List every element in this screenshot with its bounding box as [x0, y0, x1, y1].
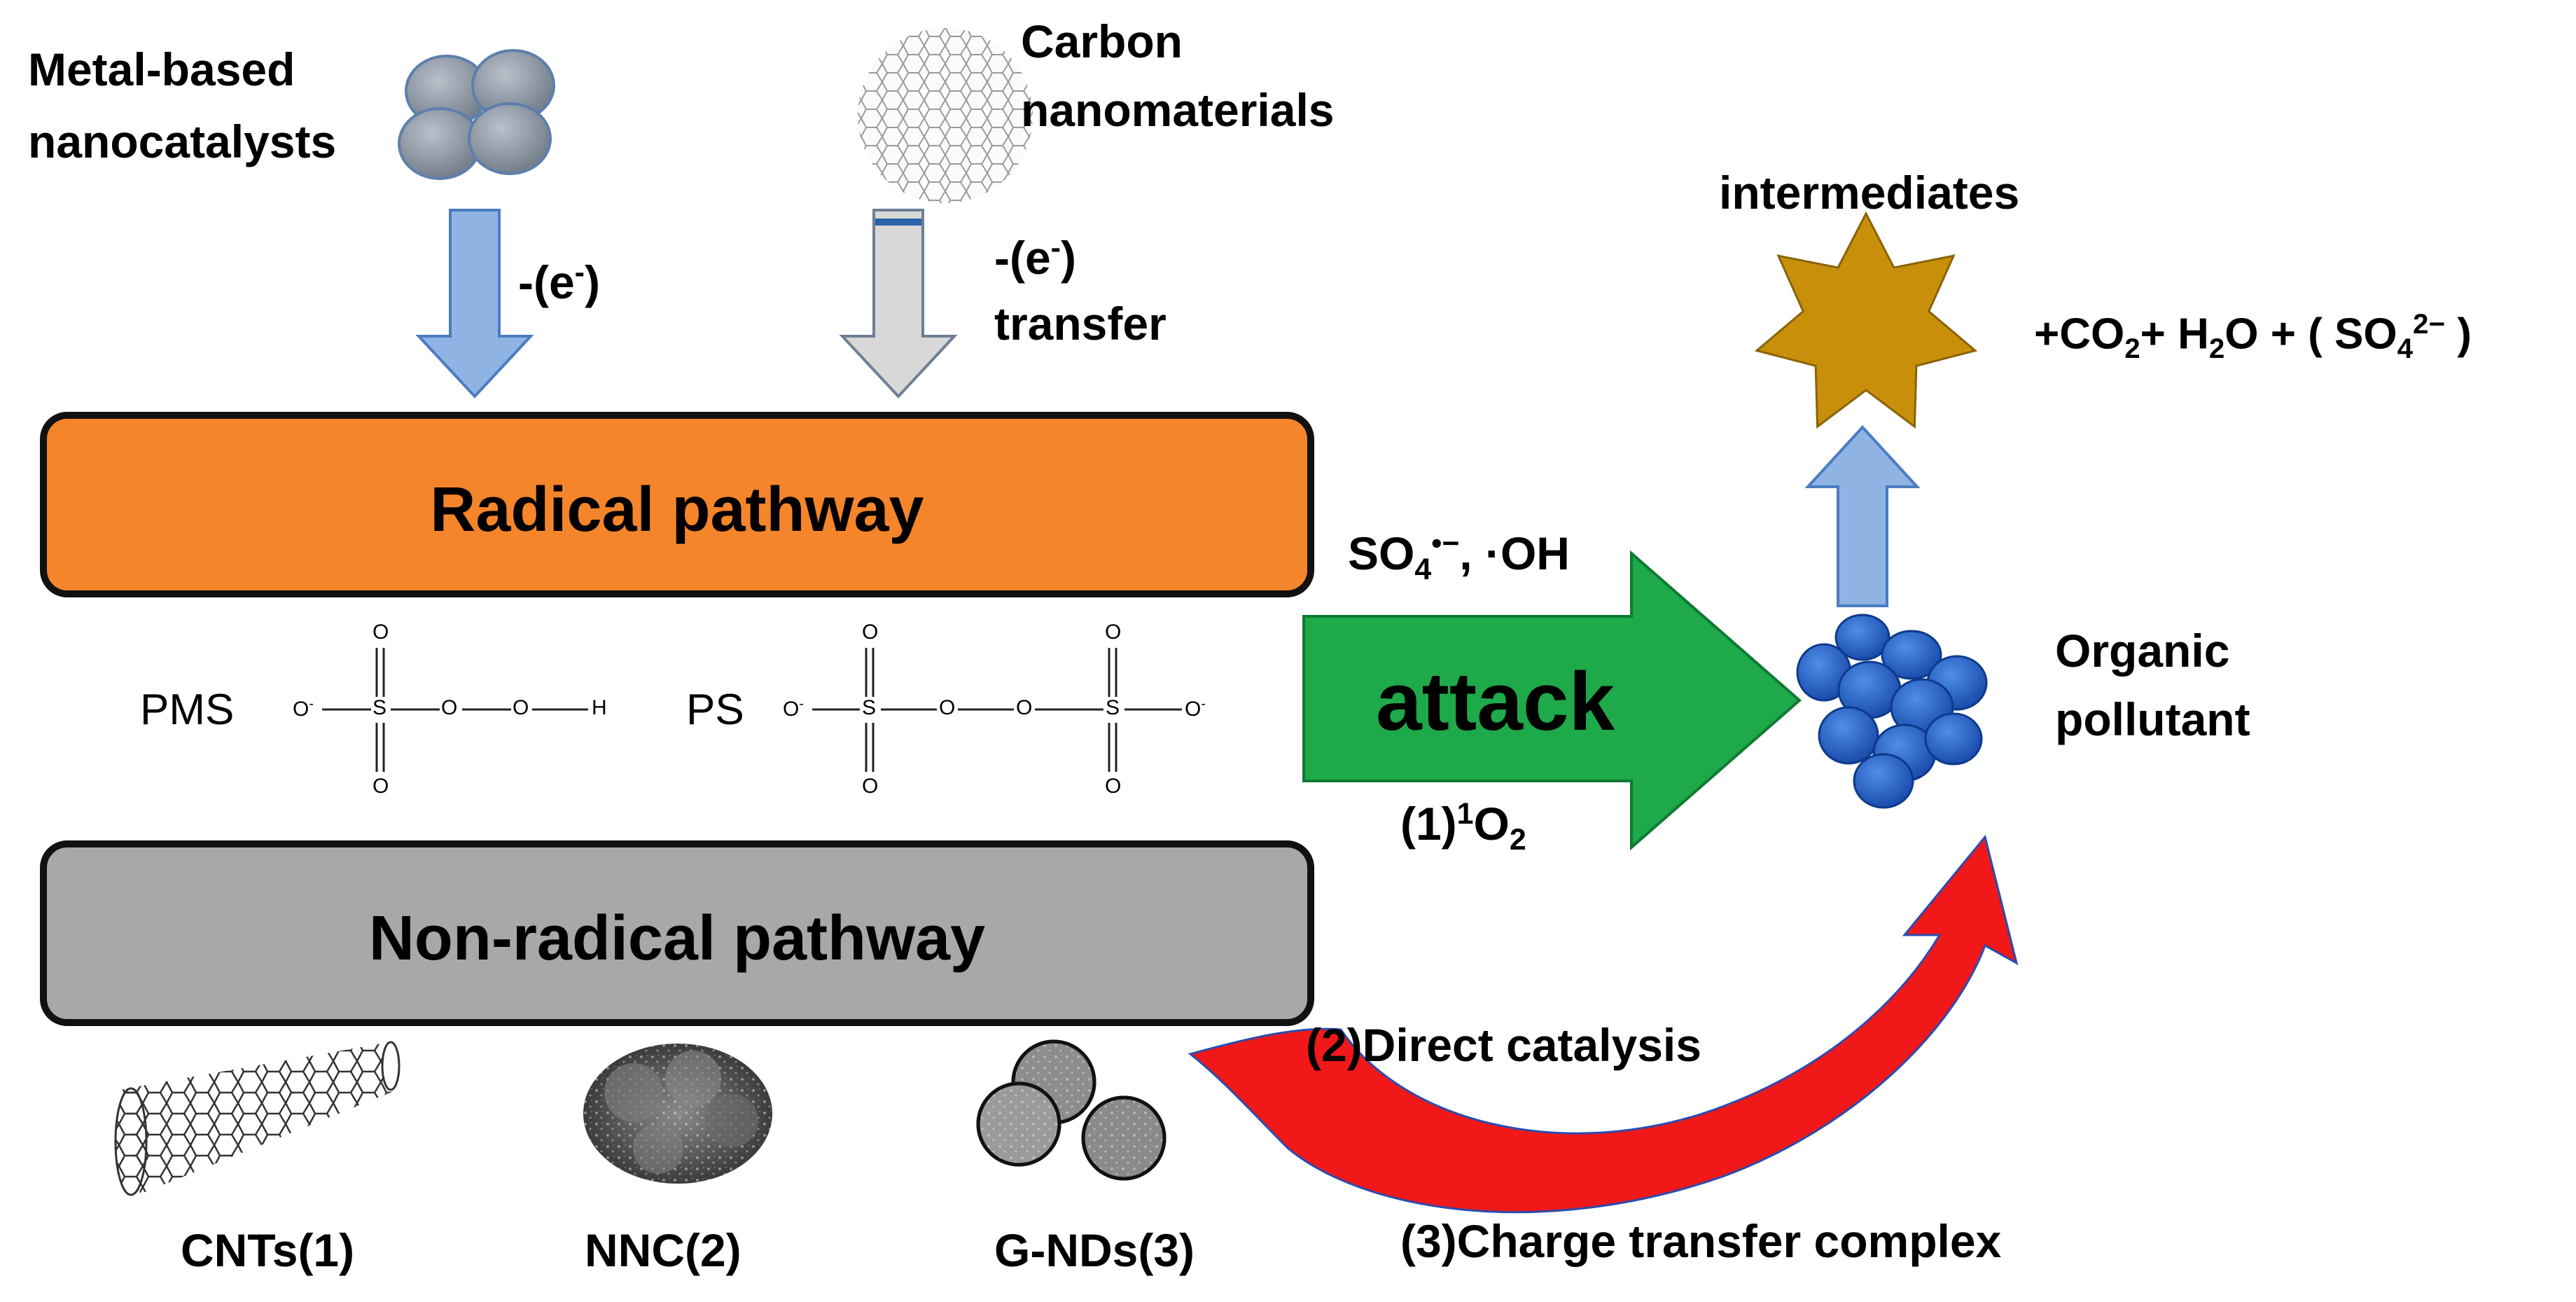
charge-transfer-label: (3)Charge transfer complex — [1400, 1215, 2002, 1267]
degradation-arrow — [1804, 425, 1921, 607]
cnt-label: CNTs(1) — [181, 1224, 355, 1276]
transfer-label: transfer — [994, 298, 1167, 349]
carbon-label-line2: nanomaterials — [1021, 84, 1335, 136]
singlet-oxygen-label: (1)1O2 — [1400, 797, 1526, 857]
ps-atom-o-bottom2: O — [1105, 775, 1122, 798]
nnc-sem-icon — [583, 1044, 772, 1184]
pms-atom-o-minus: O- — [293, 696, 314, 721]
pms-atom-s: S — [373, 696, 387, 719]
products-equation: +CO2+ H2O + ( SO42− ) — [2034, 308, 2472, 365]
ps-atom-o1: O — [939, 696, 956, 719]
direct-catalysis-label: (2)Direct catalysis — [1306, 1019, 1701, 1071]
ps-label: PS — [686, 686, 744, 734]
gnd-label: G-NDs(3) — [994, 1224, 1195, 1276]
ps-atom-o-minus-right: O- — [1185, 696, 1206, 721]
attack-arrow — [1302, 550, 1802, 851]
pms-atom-o-top: O — [373, 621, 389, 644]
carbon-label-line1: Carbon — [1021, 15, 1183, 67]
intermediates-label: intermediates — [1719, 167, 2020, 219]
pms-label: PMS — [140, 686, 235, 734]
pollutant-label-line1: Organic — [2055, 625, 2230, 677]
ps-atom-o-top1: O — [862, 621, 879, 644]
gnd-spheres-icon — [976, 1039, 1167, 1181]
radical-pathway-box — [40, 412, 1314, 597]
pollutant-label-line2: pollutant — [2055, 693, 2250, 745]
cnt-tube-icon — [114, 1041, 401, 1196]
ps-atom-o-bottom1: O — [862, 775, 879, 798]
ps-atom-o-minus-left: O- — [783, 696, 804, 721]
ps-atom-s2: S — [1106, 696, 1120, 719]
pms-atom-o1: O — [441, 696, 458, 719]
nonradical-pathway-label: Non-radical pathway — [368, 903, 986, 974]
radical-pathway-label: Radical pathway — [430, 475, 924, 545]
ps-atom-o-top2: O — [1105, 621, 1122, 644]
electron-transfer-arrow-right — [839, 209, 958, 399]
nonradical-pathway-box — [40, 840, 1314, 1026]
metal-nanocatalyst-icon — [398, 49, 555, 180]
ps-atom-o2: O — [1016, 696, 1033, 719]
electron-label-left: -(e-) — [518, 256, 600, 308]
electron-label-right: -(e-) — [994, 231, 1076, 284]
ps-atom-s1: S — [862, 696, 877, 719]
attack-label: attack — [1376, 656, 1615, 748]
nnc-label: NNC(2) — [585, 1224, 742, 1276]
metal-label-line2: nanocatalysts — [28, 116, 337, 167]
pms-atom-h: H — [592, 696, 607, 719]
intermediates-star-icon — [1754, 211, 1978, 429]
electron-arrow-left — [415, 209, 534, 399]
catalysis-curve-arrow — [1188, 834, 2019, 1214]
carbon-nanomaterial-icon — [858, 28, 1033, 203]
radical-species-label: SO4•−, ·OH — [1348, 527, 1570, 587]
pms-structure — [322, 648, 588, 772]
pms-atom-o-bottom: O — [373, 775, 389, 798]
metal-label-line1: Metal-based — [28, 43, 295, 95]
pms-atom-o2: O — [513, 696, 529, 719]
ps-structure — [812, 648, 1182, 772]
organic-pollutant-icon — [1796, 614, 1988, 809]
